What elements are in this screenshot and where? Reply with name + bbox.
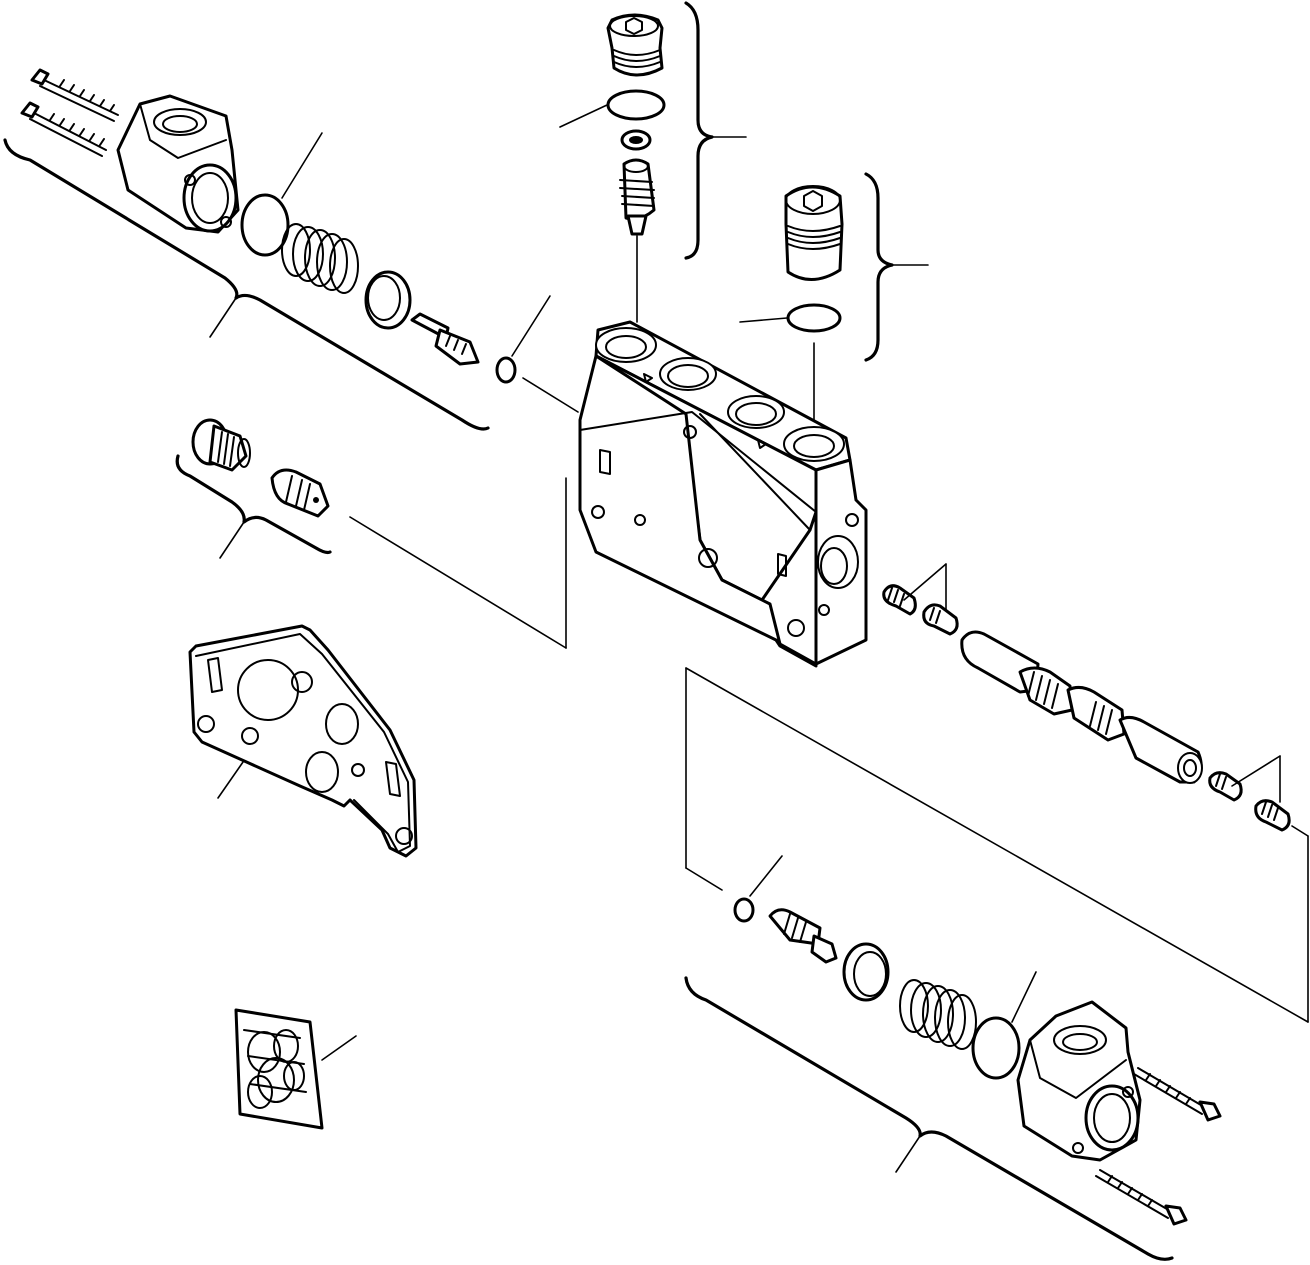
end-cover-lower-right	[1016, 1000, 1142, 1162]
spring-lower-right	[899, 979, 977, 1050]
stopper-upper-left	[410, 312, 480, 366]
poppet-check-valve	[270, 468, 330, 518]
o-ring-small-lower	[733, 855, 783, 923]
bracket-top-relief-group	[684, 1, 747, 260]
gasket-plate	[188, 624, 418, 858]
bracket-right-end-assembly	[684, 976, 1174, 1261]
stopper-lower-right	[768, 908, 838, 964]
plug-top-relief	[606, 13, 664, 77]
o-ring-large-lower-right	[971, 971, 1037, 1080]
bracket-right-relief-group	[864, 172, 929, 362]
valve-section-body	[349, 320, 868, 668]
bolt-upper-left	[30, 68, 119, 122]
plug-right-relief	[784, 185, 844, 281]
plug-check-valve	[191, 418, 251, 472]
bracket-check-valve-group	[175, 454, 332, 559]
leader-lines-lower-right	[685, 667, 1309, 1023]
end-cover-upper-left	[116, 94, 240, 234]
bolt-lower-right	[1095, 1169, 1188, 1226]
spring-small-pair-lower	[1208, 755, 1309, 1023]
spool-main	[960, 630, 1203, 784]
o-ring-small-upper	[495, 295, 579, 413]
bolt-upper-right	[1133, 1067, 1222, 1122]
spring-retainer-lower-right	[842, 942, 890, 1002]
o-ring-large-upper-left	[240, 132, 323, 257]
bracket-left-end-assembly	[3, 138, 490, 431]
bolt-lower-left	[20, 101, 107, 157]
spring-retainer-upper-left	[364, 270, 412, 330]
spring-small-pair-upper	[882, 563, 959, 636]
spring-upper-left	[281, 223, 359, 294]
o-ring-top-relief	[559, 89, 666, 128]
seal-kit-bag	[234, 1008, 357, 1130]
poppet-spring-top-relief	[619, 158, 656, 323]
backup-ring-top-relief	[620, 129, 652, 151]
